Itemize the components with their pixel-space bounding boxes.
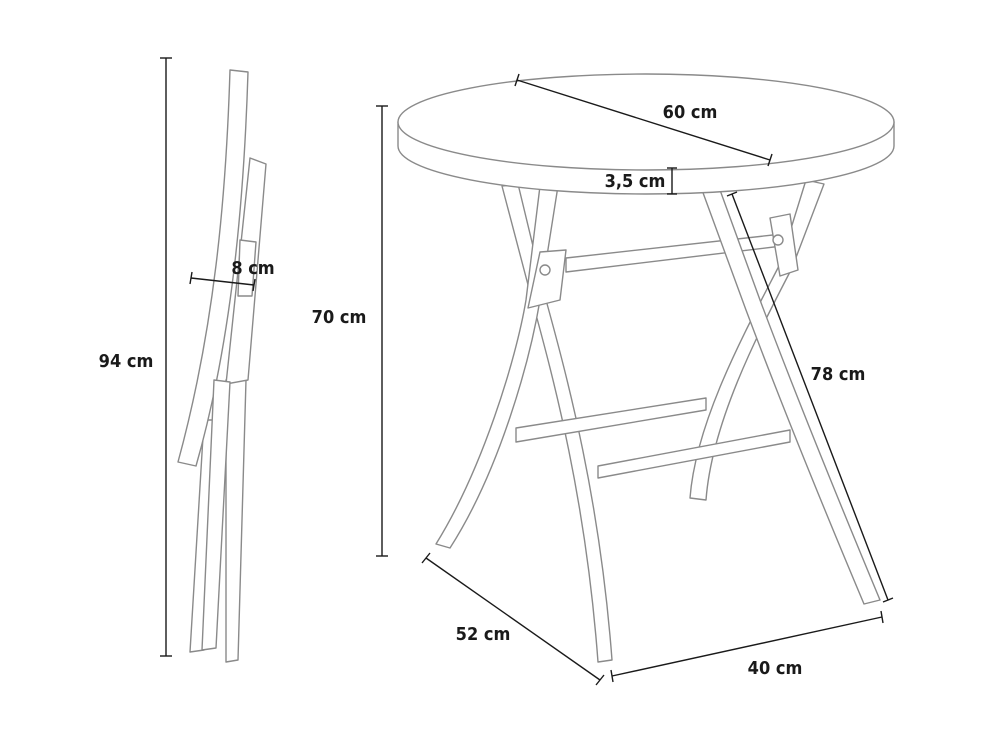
label-table-height: 70 cm [312, 307, 367, 328]
folded-tabletop [177, 69, 249, 467]
hinge-bracket-left [527, 249, 567, 309]
open-table-illustration [397, 73, 895, 663]
dim-line-base-width [611, 616, 883, 677]
hinge-bolt-left [539, 264, 551, 276]
folded-table-illustration [177, 69, 267, 663]
table-leg-front-right [701, 189, 881, 605]
label-leg-length: 78 cm [811, 364, 866, 385]
hinge-bolt-right [772, 234, 784, 246]
dim-line-base-depth [425, 557, 601, 681]
label-top-thickness: 3,5 cm [605, 171, 666, 192]
tabletop-surface [397, 73, 895, 171]
label-base-depth: 52 cm [456, 624, 511, 645]
label-folded-height: 94 cm [99, 351, 154, 372]
label-folded-thickness: 8 cm [231, 258, 274, 279]
lower-stretcher-front [597, 429, 791, 479]
table-leg-rear-left [501, 183, 613, 663]
dim-line-folded-thickness [190, 277, 255, 286]
label-base-width: 40 cm [748, 658, 803, 679]
dimension-labels: 94 cm 8 cm 70 cm 60 cm 3,5 cm 78 cm 52 c… [99, 102, 866, 679]
hinge-bracket-right [769, 213, 799, 277]
folded-leg-front [201, 379, 231, 651]
lower-stretcher [515, 397, 707, 443]
dim-line-top-diameter [516, 79, 771, 161]
dimension-lines [160, 57, 894, 686]
folded-leg-back [225, 379, 247, 663]
folded-bracket [237, 239, 257, 297]
dim-line-leg-length [731, 193, 889, 601]
label-top-diameter: 60 cm [663, 102, 718, 123]
table-leg-front-left [435, 185, 559, 549]
